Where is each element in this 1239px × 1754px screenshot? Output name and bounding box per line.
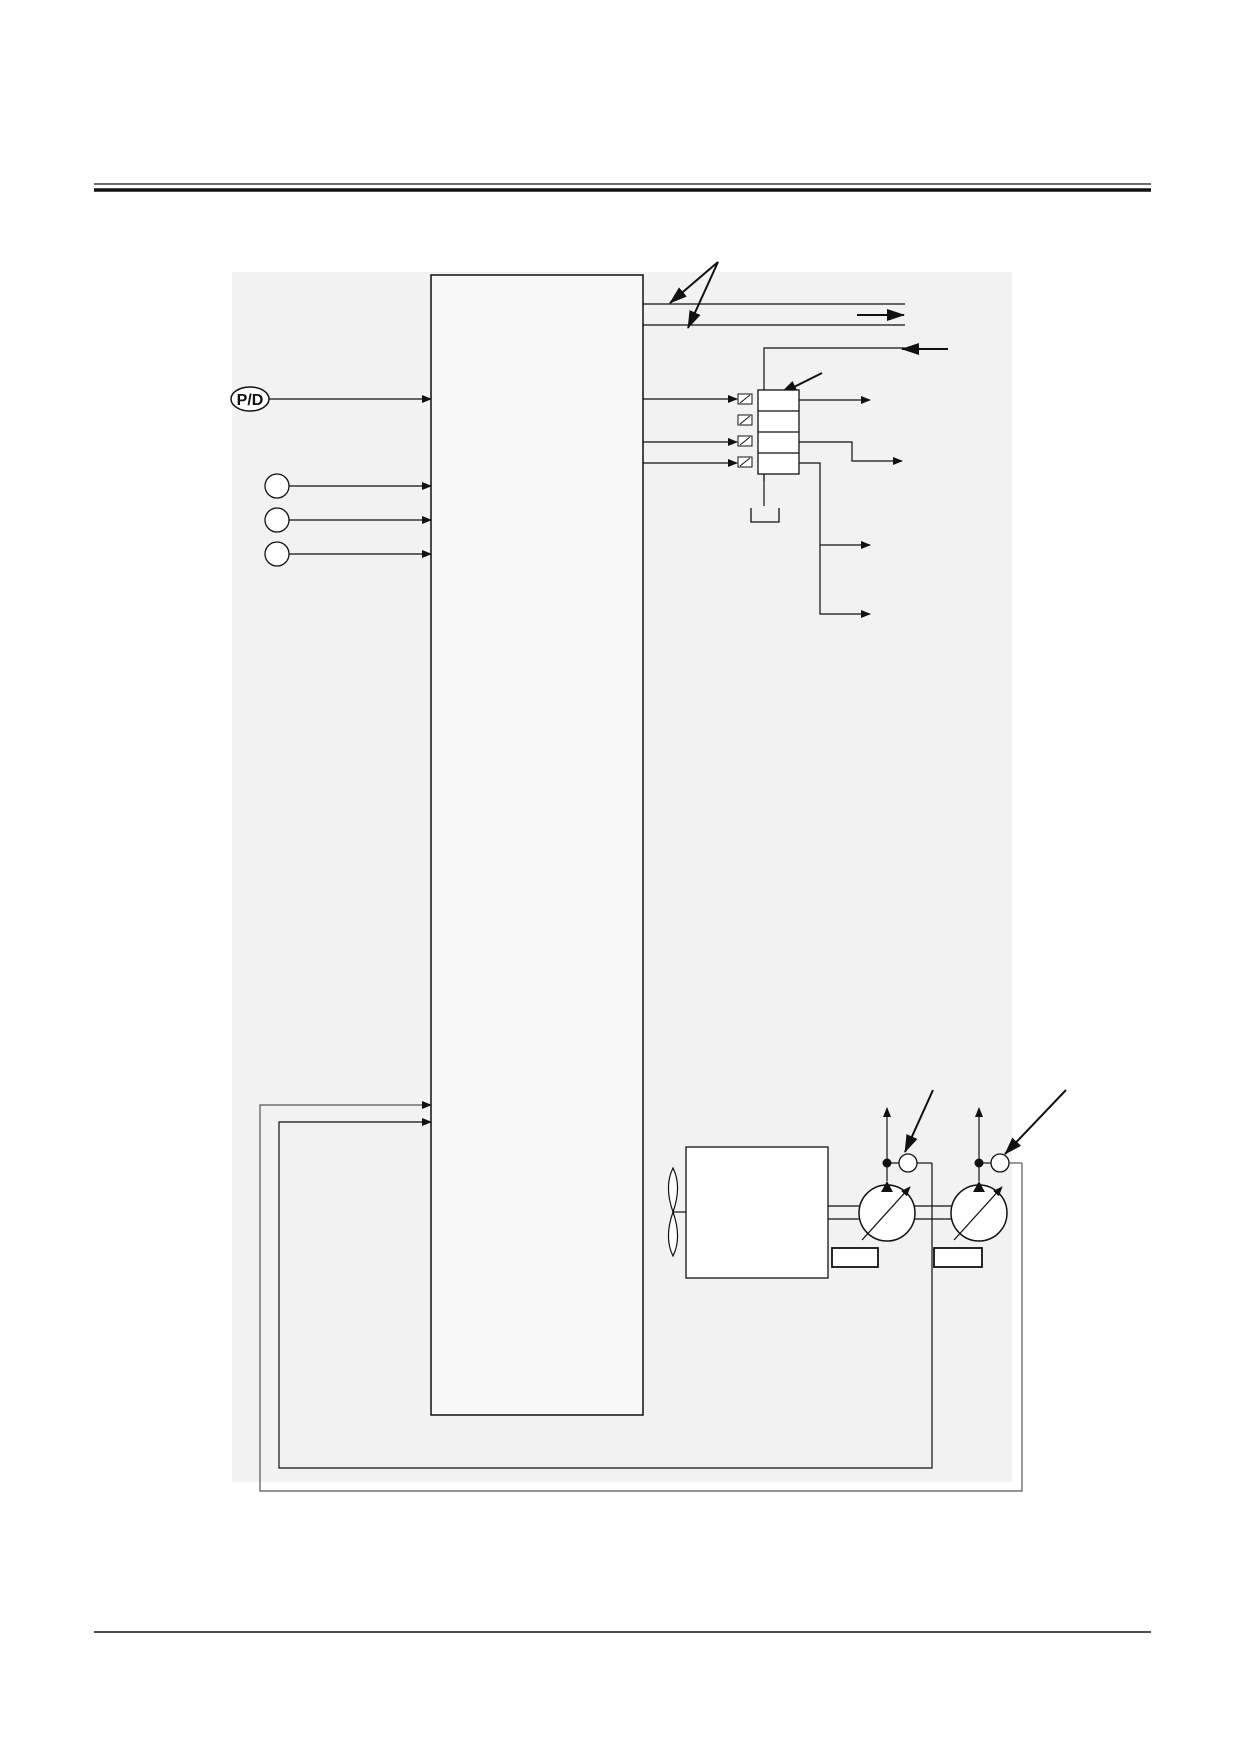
pressure-sensor-1 xyxy=(898,1153,918,1173)
header-rule xyxy=(94,183,1151,192)
pressure-switch: P/D xyxy=(230,386,270,412)
sensor-callout-leader xyxy=(904,1089,934,1153)
sensor-1 xyxy=(264,473,290,499)
sensor-callout-leader xyxy=(1004,1089,1067,1155)
callout-leader xyxy=(687,261,719,329)
hydraulic-pump-2 xyxy=(933,1089,1067,1268)
solenoid-coil xyxy=(737,393,753,405)
fan-icon xyxy=(667,1166,679,1258)
sensor-inputs xyxy=(264,473,432,567)
communication-lines xyxy=(643,261,905,329)
pressure-sensor-2 xyxy=(990,1153,1010,1173)
sensor-3 xyxy=(264,541,290,567)
solenoid-coil xyxy=(737,435,753,447)
sensor-2 xyxy=(264,507,290,533)
callout-leader xyxy=(669,261,719,304)
controller-box xyxy=(430,274,644,1416)
regulator-box xyxy=(933,1247,983,1268)
engine-assembly xyxy=(667,1146,829,1279)
regulator-box xyxy=(831,1247,879,1268)
pressure-switch-label: P/D xyxy=(237,392,264,409)
solenoid-coil xyxy=(737,456,753,468)
pressure-feedback-lines xyxy=(259,1101,1023,1492)
engine-box xyxy=(685,1146,829,1279)
solenoid-valve-block xyxy=(643,343,948,618)
hydraulic-pump-1 xyxy=(831,1089,934,1268)
tank-symbol xyxy=(750,474,780,523)
solenoid-coil xyxy=(737,414,753,426)
